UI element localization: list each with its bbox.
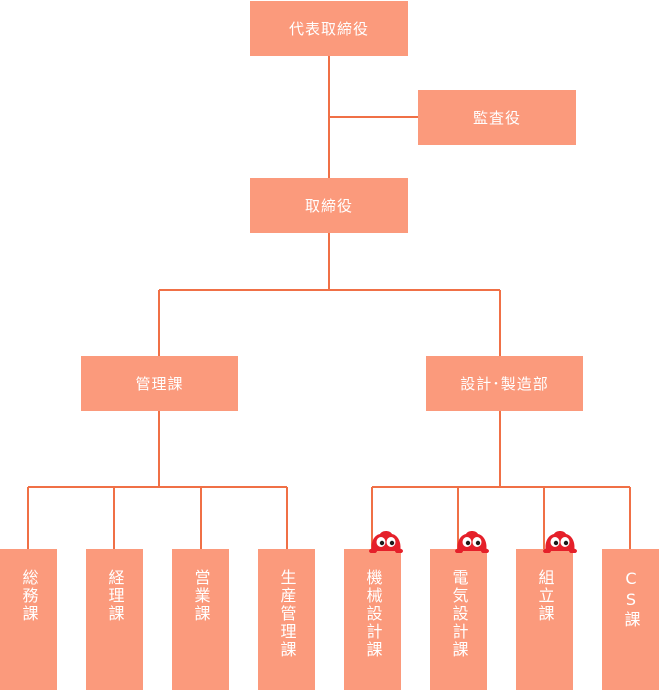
- mascot-icon: [455, 531, 489, 553]
- mascot-icon: [543, 531, 577, 553]
- admin-department-box: 管理課: [81, 356, 238, 411]
- section-label: CS課: [621, 569, 641, 629]
- section-mechanical-design: 機械設計課: [344, 549, 401, 690]
- section-label: 電気設計課: [449, 569, 469, 659]
- director-label: 取締役: [304, 197, 353, 215]
- section-production-control: 生産管理課: [258, 549, 315, 690]
- section-label: 機械設計課: [363, 569, 383, 659]
- section-cs: CS課: [602, 549, 659, 690]
- section-sales: 営業課: [172, 549, 229, 690]
- section-label: 経理課: [105, 569, 125, 623]
- section-label: 総務課: [19, 569, 39, 623]
- section-assembly: 組立課: [516, 549, 573, 690]
- ceo-label: 代表取締役: [288, 20, 369, 38]
- auditor-box: 監査役: [418, 90, 576, 145]
- section-label: 営業課: [191, 569, 211, 623]
- section-electrical-design: 電気設計課: [430, 549, 487, 690]
- section-general-affairs: 総務課: [0, 549, 57, 690]
- section-accounting: 経理課: [86, 549, 143, 690]
- section-label: 生産管理課: [277, 569, 297, 659]
- director-box: 取締役: [250, 178, 408, 233]
- auditor-label: 監査役: [472, 109, 521, 127]
- mascot-icon: [369, 531, 403, 553]
- section-label: 組立課: [535, 569, 555, 623]
- admin-department-label: 管理課: [135, 375, 184, 393]
- design-mfg-department-box: 設計･製造部: [426, 356, 583, 411]
- ceo-box: 代表取締役: [250, 1, 408, 56]
- design-mfg-department-label: 設計･製造部: [460, 375, 549, 393]
